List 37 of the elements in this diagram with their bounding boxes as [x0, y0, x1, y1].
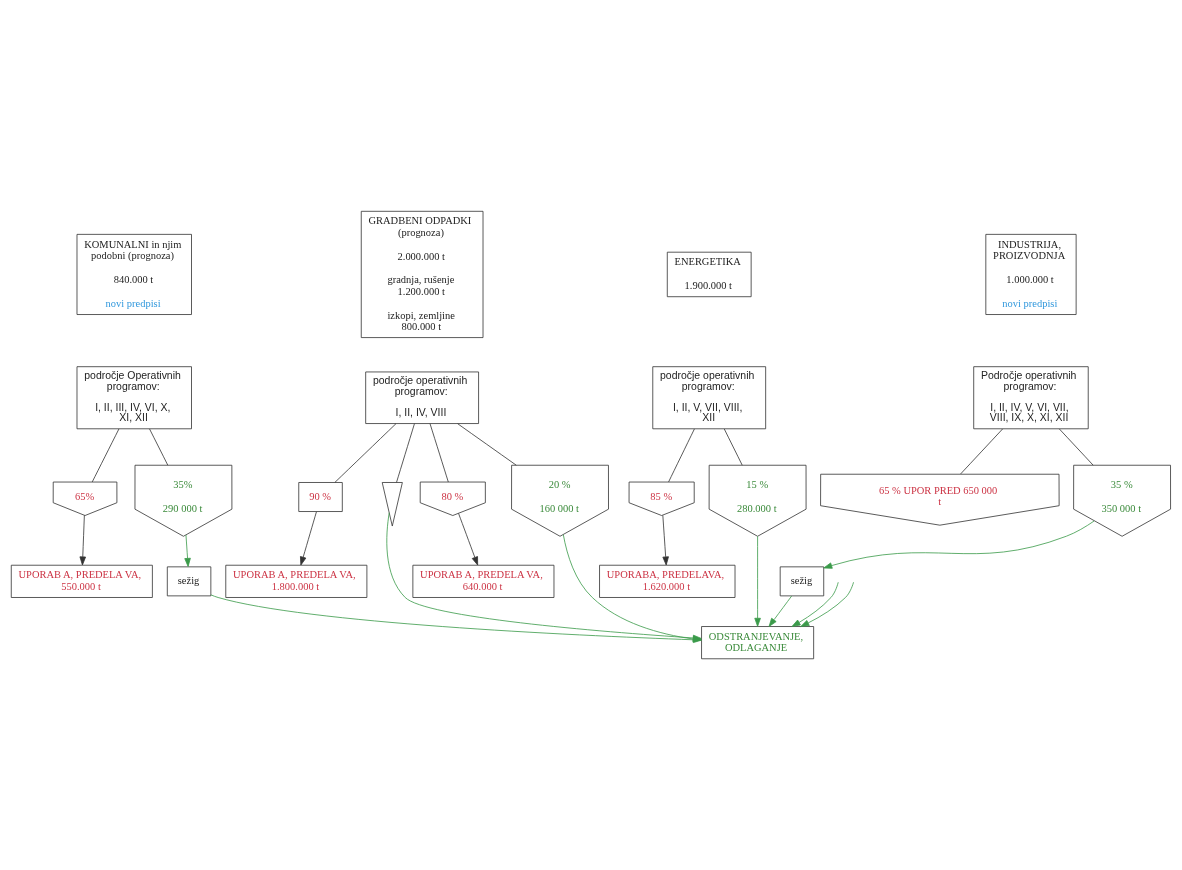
node-box: UPORAB A, PREDELA VA, 640.000 t	[412, 564, 555, 598]
connector	[91, 428, 120, 483]
node-box: področje operativnih programov: I, II, IV, VIII	[365, 371, 479, 424]
connector	[457, 423, 517, 466]
arrow	[754, 536, 761, 627]
node-box: ODSTRANJEVANJE, ODLAGANJE	[701, 626, 815, 660]
node-box: Področje operativnih programov: I, II, IV, V, VI, VII, VIII, IX, X, XI, XII	[973, 366, 1089, 430]
node-box: UPORABA, PREDELAVA, 1.620.000 t	[599, 564, 736, 598]
node-box: sežig	[166, 566, 212, 597]
connector	[334, 423, 397, 483]
node-box: sežig	[779, 566, 825, 597]
node-box: ENERGETIKA 1.900.000 t	[666, 251, 752, 298]
arrow	[662, 514, 669, 566]
node-box: GRADBENI ODPADKI (prognoza) 2.000.000 t gradnja, rušenje 1.200.000 t izkopi, zemljine 800.000 t	[360, 210, 484, 338]
connector	[429, 423, 449, 483]
connector	[668, 428, 695, 483]
node-box: 90 %	[298, 482, 343, 512]
node-arrow	[381, 482, 403, 527]
connector	[723, 428, 743, 466]
node-box: UPORAB A, PREDELA VA, 550.000 t	[10, 564, 153, 598]
node-box: KOMUNALNI in njim podobni (prognoza) 840.000 t novi predpisi	[76, 233, 192, 315]
arrow	[823, 520, 1095, 569]
connector	[1058, 428, 1094, 466]
arrow	[300, 511, 317, 566]
arrow	[79, 514, 86, 566]
arrow	[458, 512, 479, 566]
connector	[960, 428, 1004, 475]
node-box: področje operativnih programov: I, II, V, VII, VIII, XII	[652, 366, 767, 430]
connector	[149, 428, 169, 466]
node-box: INDUSTRIJA, PROIZVODNJA 1.000.000 t novi predpisi	[985, 233, 1077, 315]
node-box: področje Operativnih programov: I, II, III, IV, VI, X, XI, XII	[76, 366, 192, 430]
arrow	[791, 581, 839, 627]
arrow	[768, 595, 793, 627]
arrow	[800, 581, 854, 627]
node-box: UPORAB A, PREDELA VA, 1.800.000 t	[225, 564, 368, 598]
arrow	[184, 534, 191, 567]
connector	[396, 423, 415, 483]
